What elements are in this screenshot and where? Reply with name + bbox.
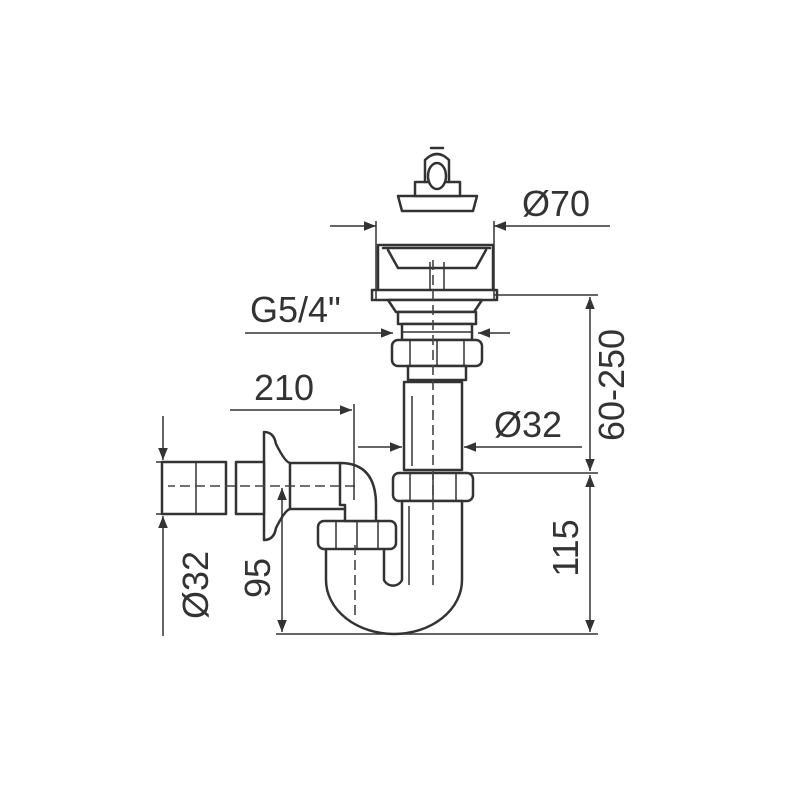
outlet-pipe: [160, 460, 266, 516]
dimension-lines: [156, 221, 610, 636]
plug-diameter-label: Ø70: [522, 183, 590, 224]
thread-label: G5/4": [250, 289, 341, 330]
trap-height-label: 115: [545, 519, 586, 576]
strainer-basket: [370, 243, 499, 314]
outlet-diameter-label: Ø32: [175, 551, 216, 619]
center-lines: [168, 260, 434, 620]
outlet-length-label: 210: [254, 367, 314, 408]
side-nut: [316, 519, 398, 551]
outlet-elbow: [285, 461, 378, 523]
dimension-labels: Ø70 G5/4" Ø32 210 60-250 115 95 Ø32: [175, 183, 632, 619]
height-range-label: 60-250: [591, 329, 632, 441]
threaded-body: [396, 310, 478, 342]
upper-nut: [390, 338, 484, 382]
trap-bend: [324, 499, 464, 636]
tube-diameter-label: Ø32: [494, 404, 562, 445]
stopper-plug: [396, 146, 479, 213]
outlet-height-label: 95: [237, 558, 278, 598]
